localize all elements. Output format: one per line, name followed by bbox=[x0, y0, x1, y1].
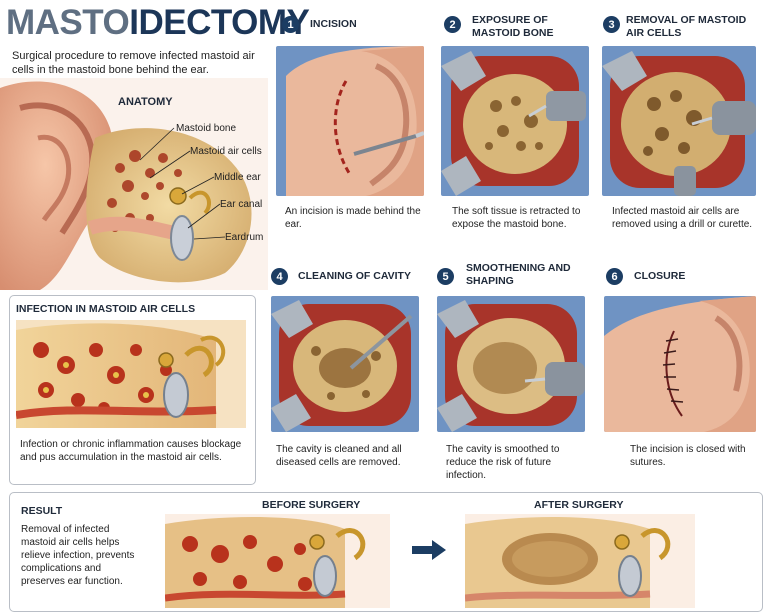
page-title: MASTOIDECTOMY bbox=[6, 3, 310, 42]
infection-caption: Infection or chronic inflammation causes… bbox=[20, 439, 242, 463]
step-4-image bbox=[271, 296, 419, 432]
step-2-title: EXPOSURE OF MASTOID BONE bbox=[472, 14, 554, 39]
before-surgery-icon bbox=[165, 514, 390, 608]
after-surgery-icon bbox=[465, 514, 695, 608]
step-1-caption: An incision is made behind the ear. bbox=[285, 206, 421, 230]
step-3-badge: 3 bbox=[603, 16, 620, 33]
step-4-badge: 4 bbox=[271, 268, 288, 285]
label-mastoid-air-cells: Mastoid air cells bbox=[190, 146, 262, 157]
step-3-caption: Infected mastoid air cells are removed u… bbox=[612, 206, 753, 230]
step-1-title: INCISION bbox=[310, 18, 357, 30]
step-4-caption: The cavity is cleaned and all diseased c… bbox=[276, 444, 402, 468]
step-5-caption: The cavity is smoothed to reduce the ris… bbox=[446, 444, 560, 481]
step-2-caption: The soft tissue is retracted to expose t… bbox=[452, 206, 581, 230]
step-6-badge: 6 bbox=[606, 268, 623, 285]
step-3-image bbox=[602, 46, 756, 196]
infection-title: INFECTION IN MASTOID AIR CELLS bbox=[16, 303, 196, 315]
drill-removal-icon bbox=[602, 46, 756, 196]
before-surgery-image bbox=[165, 514, 390, 608]
after-surgery-label: AFTER SURGERY bbox=[534, 499, 624, 511]
label-mastoid-bone: Mastoid bone bbox=[176, 123, 237, 134]
result-title: RESULT bbox=[21, 505, 63, 517]
step-4-title: CLEANING OF CAVITY bbox=[298, 270, 411, 282]
ear-anatomy-icon bbox=[0, 78, 268, 290]
anatomy-illustration bbox=[0, 78, 268, 290]
smoothing-cavity-icon bbox=[437, 296, 585, 432]
step-2-image bbox=[441, 46, 589, 196]
step-5-badge: 5 bbox=[437, 268, 454, 285]
step-6-image bbox=[604, 296, 756, 432]
step-6-caption: The incision is closed with sutures. bbox=[630, 444, 746, 468]
step-1-badge: 1 bbox=[282, 16, 299, 33]
arrow-right-icon bbox=[412, 540, 446, 560]
label-ear-canal: Ear canal bbox=[220, 199, 263, 210]
step-3-title: REMOVAL OF MASTOID AIR CELLS bbox=[626, 14, 747, 39]
result-text: Removal of infected mastoid air cells he… bbox=[21, 524, 135, 587]
infected-cells-icon bbox=[16, 320, 246, 428]
incision-icon bbox=[276, 46, 424, 196]
step-6-title: CLOSURE bbox=[634, 270, 686, 282]
step-1-image bbox=[276, 46, 424, 196]
step-5-title: SMOOTHENING AND SHAPING bbox=[466, 262, 571, 287]
anatomy-title: ANATOMY bbox=[118, 96, 173, 108]
exposed-bone-icon bbox=[441, 46, 589, 196]
sutures-icon bbox=[604, 296, 756, 432]
after-surgery-image bbox=[465, 514, 695, 608]
label-middle-ear: Middle ear bbox=[214, 172, 261, 183]
before-surgery-label: BEFORE SURGERY bbox=[262, 499, 361, 511]
step-2-badge: 2 bbox=[444, 16, 461, 33]
cleaning-cavity-icon bbox=[271, 296, 419, 432]
label-eardrum: Eardrum bbox=[225, 232, 264, 243]
infection-illustration bbox=[16, 320, 246, 428]
step-5-image bbox=[437, 296, 585, 432]
page-subtitle: Surgical procedure to remove infected ma… bbox=[12, 50, 255, 76]
